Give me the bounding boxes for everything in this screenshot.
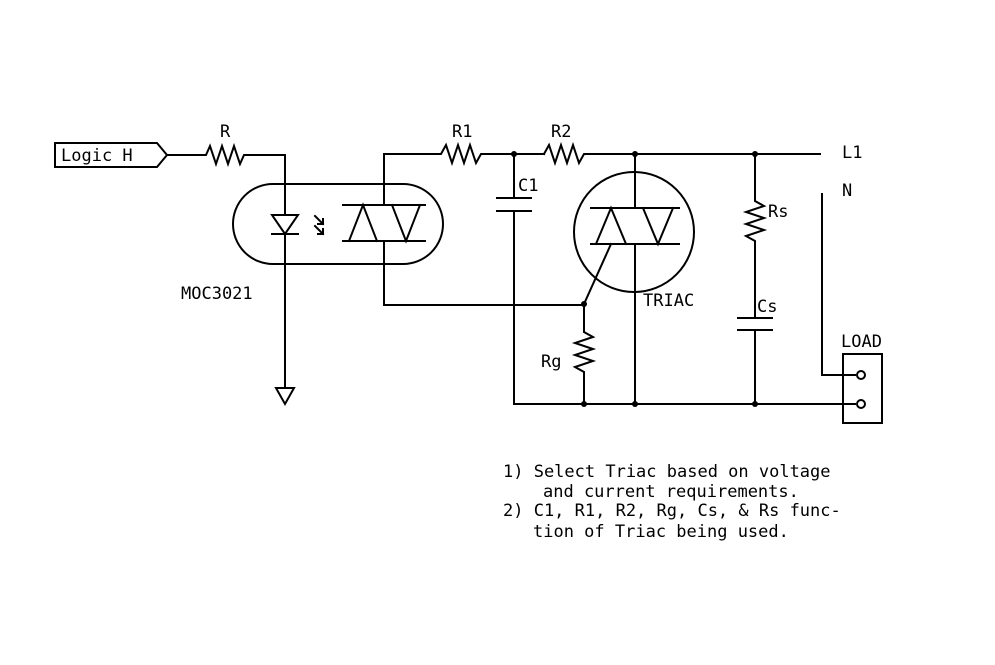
triac-label: TRIAC bbox=[643, 291, 694, 311]
rs-resistor: Rs bbox=[742, 153, 788, 319]
triac-component: TRIAC bbox=[573, 153, 695, 405]
moc3021-label: MOC3021 bbox=[181, 284, 253, 304]
note-2-line-1: 2) C1, R1, R2, Rg, Cs, & Rs func- bbox=[503, 501, 841, 521]
load-block: LOAD bbox=[841, 332, 883, 424]
moc3021-optocoupler: MOC3021 bbox=[181, 153, 444, 383]
notes-block: 1) Select Triac based on voltage and cur… bbox=[503, 462, 841, 542]
logic-h-input-connector: Logic H bbox=[54, 142, 169, 168]
load-label: LOAD bbox=[841, 332, 882, 352]
c1-capacitor: C1 bbox=[496, 153, 538, 405]
rs-label: Rs bbox=[768, 202, 788, 222]
ground-icon bbox=[274, 387, 296, 407]
triac-gate-lead bbox=[582, 242, 613, 306]
r2-resistor: R2 bbox=[542, 122, 821, 167]
resistor-r-label: R bbox=[220, 122, 231, 142]
logic-h-label: Logic H bbox=[61, 146, 133, 166]
cs-capacitor: Cs bbox=[737, 297, 777, 405]
r1-label: R1 bbox=[452, 122, 472, 142]
load-box bbox=[842, 353, 883, 424]
load-terminal-top bbox=[856, 370, 866, 380]
l1-label: L1 bbox=[842, 143, 862, 163]
r2-label: R2 bbox=[551, 122, 571, 142]
rg-label: Rg bbox=[541, 352, 561, 372]
led-icon bbox=[270, 214, 300, 236]
c1-label: C1 bbox=[518, 176, 538, 196]
optocoupler-body bbox=[232, 183, 444, 265]
note-2-line-2: tion of Triac being used. bbox=[533, 522, 789, 542]
triac-icon bbox=[594, 205, 628, 246]
input-resistor-r: R bbox=[166, 122, 286, 214]
load-terminal-bottom bbox=[856, 399, 866, 409]
r1-resistor: R1 bbox=[383, 122, 545, 167]
opto-triac-icon bbox=[342, 153, 426, 306]
n-label: N bbox=[842, 181, 852, 201]
note-1-line-2: and current requirements. bbox=[543, 482, 799, 502]
note-1-line-1: 1) Select Triac based on voltage bbox=[503, 462, 831, 482]
cs-label: Cs bbox=[757, 297, 777, 317]
rg-resistor: Rg bbox=[541, 303, 597, 405]
light-emission-icon bbox=[313, 214, 325, 236]
